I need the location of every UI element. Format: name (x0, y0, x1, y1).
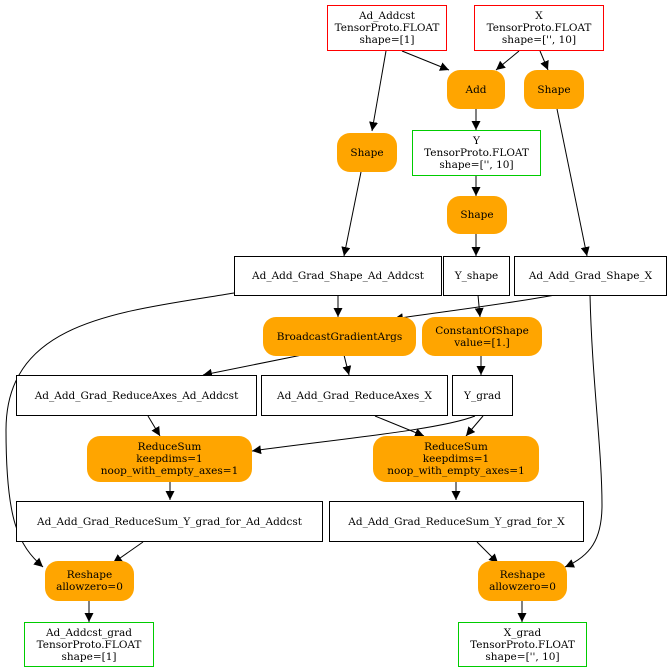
op-constant-of-shape[interactable]: ConstantOfShape value=[1.] (422, 317, 542, 356)
tensor-label: Ad_Add_Grad_ReduceAxes_X (277, 389, 432, 402)
op-label: Shape (350, 146, 384, 159)
edge-broadcast-to-reduce-axes-addcst (202, 354, 303, 378)
tensor-label: Ad_Add_Grad_Shape_Ad_Addcst (252, 270, 424, 282)
op-label: Reshape (499, 569, 546, 581)
edge-tensor-to-reshape-left (112, 541, 144, 564)
tensor-label: Y_grad (464, 389, 501, 402)
input-x[interactable]: X TensorProto.FLOAT shape=['', 10] (474, 5, 604, 51)
input-type: TensorProto.FLOAT (334, 22, 440, 34)
op-label: Add (465, 83, 487, 96)
edge-addcst-to-shape (369, 50, 387, 132)
output-type: TensorProto.FLOAT (36, 638, 142, 651)
edge-x-to-add (495, 50, 520, 71)
op-reducesum-left[interactable]: ReduceSum keepdims=1 noop_with_empty_axe… (87, 436, 252, 482)
output-shape: shape=[1] (61, 650, 117, 663)
tensor-y-shape[interactable]: Y_shape (443, 256, 510, 296)
tensor-reducesum-ygrad-x[interactable]: Ad_Add_Grad_ReduceSum_Y_grad_for_X (329, 501, 584, 542)
edge-y-grad-to-reducesum-right (465, 415, 484, 437)
op-shape-x[interactable]: Shape (524, 70, 584, 109)
edge-addcst-to-add (401, 50, 450, 71)
op-reducesum-right[interactable]: ReduceSum keepdims=1 noop_with_empty_axe… (373, 436, 539, 482)
output-shape: shape=['', 10] (485, 650, 560, 663)
tensor-reduce-axes-x[interactable]: Ad_Add_Grad_ReduceAxes_X (261, 375, 448, 416)
tensor-reducesum-ygrad-addcst[interactable]: Ad_Add_Grad_ReduceSum_Y_grad_for_Ad_Addc… (16, 501, 323, 542)
output-name: X_grad (503, 626, 542, 639)
edge-reduce-axes-x-to-reducesum (374, 415, 425, 437)
tensor-label: Ad_Add_Grad_ReduceSum_Y_grad_for_X (348, 515, 565, 528)
tensor-label: Y_shape (454, 270, 499, 282)
input-ad-addcst[interactable]: Ad_Addcst TensorProto.FLOAT shape=[1] (327, 5, 447, 51)
op-reshape-left[interactable]: Reshape allowzero=0 (45, 561, 134, 601)
op-broadcast-gradient-args[interactable]: BroadcastGradientArgs (263, 317, 416, 356)
output-ad-addcst-grad[interactable]: Ad_Addcst_grad TensorProto.FLOAT shape=[… (24, 622, 154, 667)
output-name: Ad_Addcst_grad (45, 626, 133, 639)
edge-grad-shape-x-to-broadcast (393, 294, 556, 323)
op-label: BroadcastGradientArgs (276, 330, 403, 343)
op-shape-addcst[interactable]: Shape (337, 133, 397, 172)
tensor-reduce-axes-addcst[interactable]: Ad_Add_Grad_ReduceAxes_Ad_Addcst (16, 375, 257, 416)
op-attr: allowzero=0 (489, 581, 556, 593)
op-attr: keepdims=1 (422, 453, 490, 465)
op-attr: noop_with_empty_axes=1 (387, 465, 525, 477)
op-label: ReduceSum (137, 441, 202, 453)
op-attr: keepdims=1 (136, 453, 203, 465)
tensor-name: Y (473, 135, 480, 147)
op-shape-y[interactable]: Shape (447, 196, 507, 234)
op-attr: value=[1.] (454, 336, 510, 349)
edge-tensor-to-reshape-right (476, 541, 499, 564)
input-shape: shape=['', 10] (501, 34, 577, 46)
op-label: ConstantOfShape (435, 324, 529, 337)
tensor-label: Ad_Add_Grad_ReduceAxes_Ad_Addcst (34, 389, 239, 402)
edge-reduce-axes-addcst-to-reducesum (147, 415, 161, 437)
output-type: TensorProto.FLOAT (470, 638, 575, 651)
tensor-y-grad[interactable]: Y_grad (452, 375, 513, 416)
tensor-grad-shape-addcst[interactable]: Ad_Add_Grad_Shape_Ad_Addcst (234, 256, 442, 296)
edge-shape-to-grad-shape-addcst (341, 171, 362, 257)
op-label: Reshape (66, 569, 113, 581)
edge-x-to-shape (539, 50, 549, 71)
op-attr: noop_with_empty_axes=1 (100, 465, 239, 477)
op-label: Shape (460, 209, 494, 221)
op-label: ReduceSum (424, 441, 488, 453)
input-name: Ad_Addcst (358, 10, 416, 22)
tensor-label: Ad_Add_Grad_ReduceSum_Y_grad_for_Ad_Addc… (36, 515, 303, 528)
edge-y-shape-to-const (474, 294, 484, 318)
op-reshape-right[interactable]: Reshape allowzero=0 (478, 561, 567, 601)
edge-broadcast-to-reduce-axes-x (342, 354, 352, 376)
tensor-type: TensorProto.FLOAT (424, 147, 529, 159)
output-x-grad[interactable]: X_grad TensorProto.FLOAT shape=['', 10] (458, 622, 587, 667)
op-add[interactable]: Add (447, 70, 505, 109)
tensor-label: Ad_Add_Grad_Shape_X (528, 270, 653, 282)
edge-grad-shape-x-to-reshape-right (564, 294, 603, 568)
op-label: Shape (537, 83, 571, 96)
tensor-shape: shape=['', 10] (439, 159, 514, 171)
input-name: X (535, 10, 543, 22)
tensor-grad-shape-x[interactable]: Ad_Add_Grad_Shape_X (514, 256, 667, 296)
intermediate-y[interactable]: Y TensorProto.FLOAT shape=['', 10] (412, 130, 541, 176)
edge-shape-to-grad-shape-x (556, 108, 590, 257)
input-type: TensorProto.FLOAT (486, 22, 592, 34)
input-shape: shape=[1] (359, 34, 415, 46)
op-attr: allowzero=0 (56, 581, 123, 593)
edge-y-grad-to-reducesum-left (251, 415, 476, 455)
